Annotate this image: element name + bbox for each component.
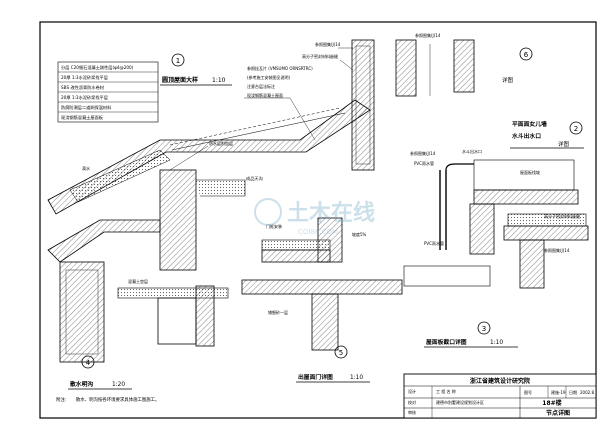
detail-3-slab-edge: 高分子密封材料嵌缝 PVC雨水管 参照图集(J)14 3 屋面板截口详图 1:1… <box>403 213 589 348</box>
reference-label-1: 参照图集(J)14 <box>315 41 341 47</box>
row-label-design: 设计 <box>408 388 416 394</box>
detail-1-dome-roof: 分层 C20细石混凝土刚性层(φ4@200) 20厚 1:3水泥砂浆找平层 SB… <box>47 39 375 363</box>
detail-6-number: 6 <box>524 51 529 59</box>
detail-6-subtitle: 详图 <box>502 76 514 84</box>
roof-layer-6: 现浇钢筋混凝土屋面板 <box>61 114 104 121</box>
detail-4-apron-drain: 混凝土垫层 4 散水明沟 1:20 附注: 散水、明沟按各环境要求具体施工图施工… <box>56 278 229 403</box>
detail-1-title: 圆顶屋面大样 <box>162 76 198 84</box>
waterproof-label-2: 高分子密封材料嵌缝 <box>544 213 580 219</box>
detail-2-number: 2 <box>574 125 578 133</box>
watermark-text: 土木在线 <box>287 200 375 226</box>
project-name: 建德市别墅建设规划设计区 <box>436 399 484 405</box>
column-section <box>159 169 197 271</box>
roof-layer-3: SBS 改性沥青防水卷材 <box>61 84 104 91</box>
drawing-title: 节点详图 <box>546 409 570 417</box>
tile-note-3: 注意台层法标注 <box>247 83 275 89</box>
row-label-review: 审核 <box>408 409 416 415</box>
tile-note-2: (参考施工安装图见说明) <box>247 74 291 80</box>
sand-label: 铺细砂一层 <box>268 309 288 315</box>
drawing-no-label: 图号 <box>524 389 532 395</box>
roof-layer-5: 防腐防潮层二道刷保温材料 <box>61 104 112 111</box>
watermark-subtext: COI88.COM <box>298 228 338 236</box>
detail-1-scale: 1:10 <box>212 77 226 84</box>
detail-4-marker <box>81 355 95 369</box>
institute-name: 浙江省建筑设计研究院 <box>470 377 530 385</box>
detail-6-marker <box>519 47 533 61</box>
detail-3-scale: 1:10 <box>490 340 503 346</box>
tile-note-4: 现浇钢筋混凝土屋面 <box>247 92 283 98</box>
detail-4-number: 4 <box>86 359 91 367</box>
detail-2-parapet-outlet: 2 平面面女儿墙 水斗出水口 详图 屋面板找坡 PVC雨水管 参照图集(J)14… <box>410 120 584 255</box>
detail-5-door-threshold: 门框安装 坡度5% 铺细砂一层 5 出屋面门详图 1:10 <box>241 217 403 383</box>
detail-2-marker <box>569 121 583 135</box>
date-value: 2002.8 <box>580 390 594 395</box>
detail-2-title2: 水斗出水口 <box>512 132 541 140</box>
building-name: 18#楼 <box>542 399 561 407</box>
tile-note-1: 参照挂瓦片 (VMSUMO ORNSRTRC) <box>247 65 313 71</box>
sheet-border <box>39 21 597 419</box>
flashing-label: 防水层附加层 <box>209 140 233 146</box>
note-label: 附注: <box>56 396 66 403</box>
detail-5-number: 5 <box>339 349 343 357</box>
pvc-label: PVC雨水管 <box>414 160 434 166</box>
gutter-shape <box>196 179 246 197</box>
row-label-check: 校对 <box>408 399 416 405</box>
roof-layer-2: 20厚 1:3水泥砂浆找平层 <box>61 74 108 81</box>
watermark: 土木在线 COI88.COM <box>254 198 375 236</box>
reference-label-2: 参照图集(J)14 <box>415 32 441 38</box>
detail-3-number: 3 <box>482 325 486 333</box>
reference-label-3: 参照图集(J)14 <box>410 150 436 156</box>
ramp-label: 坡度5% <box>352 231 367 237</box>
detail-5-marker <box>334 345 348 359</box>
detail-1-number: 1 <box>176 57 180 65</box>
project-label: 工 程 名 称 <box>436 388 456 394</box>
outlet-label: 水斗出水口 <box>462 148 482 154</box>
detail-5-scale: 1:10 <box>350 375 363 381</box>
roof-layer-4: 20厚 1:3水泥砂浆找平层 <box>61 94 108 101</box>
parapet-wall <box>351 39 375 171</box>
title-block: 浙江省建筑设计研究院 工 程 名 称 建德市别墅建设规划设计区 设计 校对 审核… <box>403 373 597 419</box>
detail-1-marker <box>171 53 185 67</box>
gutter-label: 成品天沟 <box>246 175 263 182</box>
detail-4-scale: 1:20 <box>112 382 125 388</box>
gravel-label: 混凝土垫层 <box>128 278 148 284</box>
detail-3-marker <box>477 321 491 335</box>
detail-4-title: 散水明沟 <box>70 380 93 388</box>
roof-layer-1: 分层 C20细石混凝土刚性层(φ4@200) <box>61 64 134 71</box>
drop-label: 滴水 <box>82 165 90 171</box>
date-label: 日期 <box>569 389 577 395</box>
detail-2-title: 平面面女儿墙 <box>512 120 547 128</box>
detail-3-title: 屋面板截口详图 <box>426 338 467 346</box>
detail-5-title: 出屋面门详图 <box>298 373 333 381</box>
door-label: 门框安装 <box>266 223 282 229</box>
watermark-logo-icon <box>254 198 282 226</box>
parapet-label: 屋面板找坡 <box>520 169 540 175</box>
note-text: 散水、明沟按各环境要求具体施工图施工。 <box>76 396 159 403</box>
reference-label-4: 参照图集(J)14 <box>544 247 570 253</box>
drain-pipe-label: PVC雨水管 <box>424 240 444 246</box>
detail-6-section: 参照图集(J)14 6 详图 <box>395 32 533 97</box>
beam-section <box>59 261 105 363</box>
detail-2-subtitle: 详图 <box>558 140 570 148</box>
waterproof-label: 高分子密封材料嵌缝 <box>302 53 338 59</box>
drawing-no: 建施-19 <box>551 389 566 395</box>
